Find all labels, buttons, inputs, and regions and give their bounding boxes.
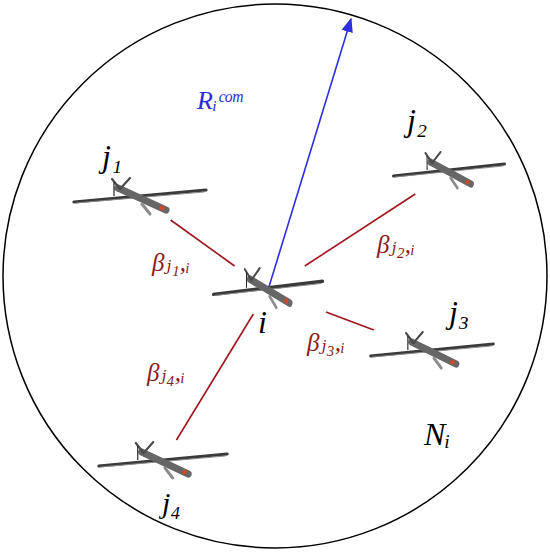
- range-circle: [2, 3, 548, 549]
- communication-range: Nᵢ j₁ j₂ i j₃ j₄: [2, 3, 548, 549]
- angle-label: βⱼ₃,ᵢ: [305, 330, 347, 355]
- uav-body: [371, 332, 494, 368]
- angle-label-anchor: βⱼ₂,ᵢ: [375, 232, 417, 257]
- uav-icon: [390, 150, 508, 194]
- uav-body: [393, 152, 504, 188]
- angle-label-anchor: βⱼ₃,ᵢ: [305, 330, 347, 355]
- range-label: Rᵢᶜᵒᵐ: [195, 88, 244, 114]
- angle-label: βⱼ₂,ᵢ: [375, 232, 417, 257]
- neighbor-set-label: Nᵢ: [422, 418, 452, 450]
- uav-body: [213, 268, 322, 307]
- uav-label: i: [256, 306, 269, 338]
- uav-body: [99, 442, 227, 478]
- uav-icon: [367, 330, 497, 374]
- uav-neighbor: j₁: [70, 176, 210, 220]
- bearing-line: [326, 312, 374, 330]
- uav-neighbor: j₄: [95, 440, 231, 484]
- bearing-line: [176, 314, 253, 440]
- uav-icon: [70, 176, 210, 220]
- uav-neighbor: j₂: [390, 150, 508, 194]
- range-outline: [3, 4, 547, 548]
- angle-label-anchor: βⱼ₄,ᵢ: [145, 360, 187, 385]
- angle-label: βⱼ₄,ᵢ: [145, 360, 187, 385]
- uav-body: [74, 178, 206, 214]
- label-anchor: Rᵢᶜᵒᵐ: [195, 88, 244, 114]
- uav-label: j₄: [160, 488, 183, 518]
- angle-label: βⱼ₁,ᵢ: [150, 250, 192, 275]
- angle-label-anchor: βⱼ₁,ᵢ: [150, 250, 192, 275]
- uav-center: i: [210, 266, 326, 314]
- uav-neighbor: j₃: [367, 330, 497, 374]
- uav-label: j₃: [447, 296, 471, 328]
- uav-label: j₂: [405, 104, 429, 136]
- uav-icon: [95, 440, 231, 484]
- radius-arrow: [268, 19, 351, 290]
- uav-label: j₁: [100, 140, 124, 172]
